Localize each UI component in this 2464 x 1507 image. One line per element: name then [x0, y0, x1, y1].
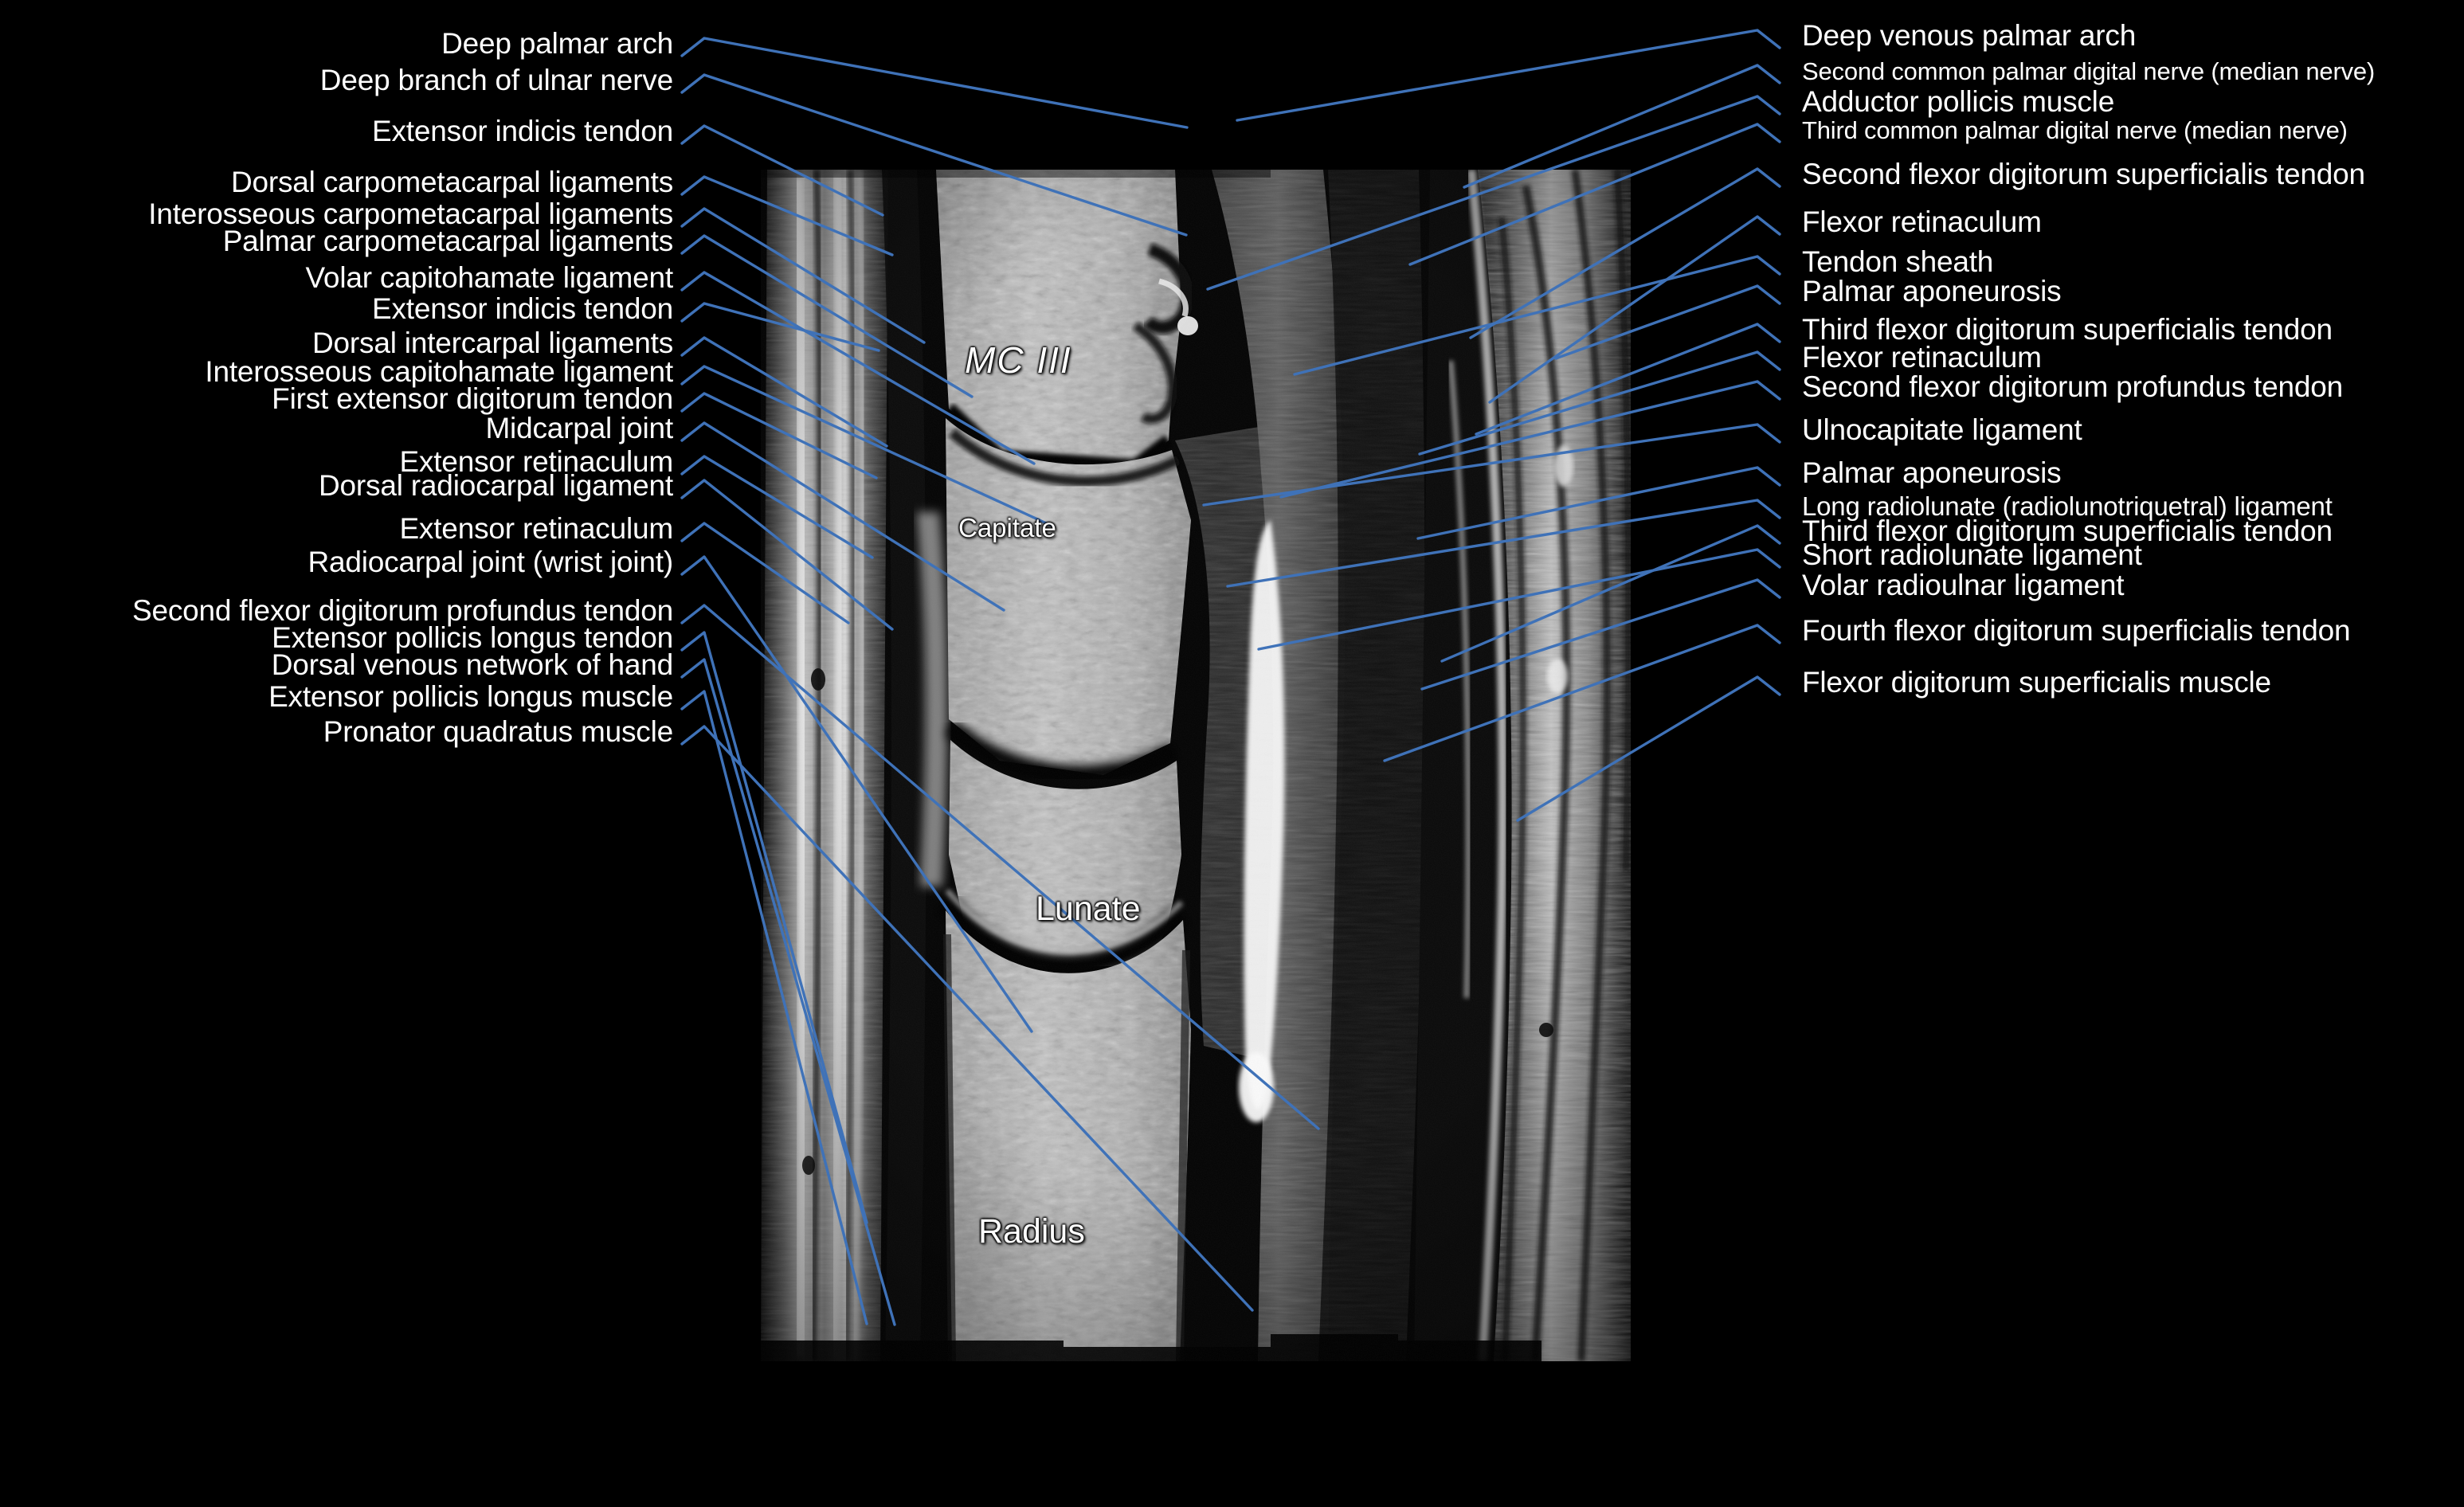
label-dorsal-intercarpal-ligaments: Dorsal intercarpal ligaments — [312, 327, 673, 359]
label-radiocarpal-joint: Radiocarpal joint (wrist joint) — [308, 546, 673, 578]
label-third-common-palmar-digital-nerve: Third common palmar digital nerve (media… — [1802, 116, 2348, 144]
label-fourth-flexor-digitorum-superficialis-tendon: Fourth flexor digitorum superficialis te… — [1802, 614, 2351, 647]
label-midcarpal-joint: Midcarpal joint — [485, 412, 673, 444]
wrist-mri-image — [761, 170, 1631, 1361]
label-dorsal-radiocarpal-ligament: Dorsal radiocarpal ligament — [319, 469, 673, 502]
label-interosseous-capitohamate-ligament: Interosseous capitohamate ligament — [205, 355, 673, 388]
label-extensor-retinaculum-1: Extensor retinaculum — [399, 445, 673, 478]
label-flexor-retinaculum-1: Flexor retinaculum — [1802, 206, 2042, 238]
label-extensor-pollicis-longus-tendon: Extensor pollicis longus tendon — [272, 621, 673, 654]
label-deep-venous-palmar-arch: Deep venous palmar arch — [1802, 19, 2137, 52]
label-deep-palmar-arch: Deep palmar arch — [441, 27, 673, 60]
leader-deep-venous-palmar-arch — [1236, 29, 1781, 122]
label-palmar-aponeurosis-2: Palmar aponeurosis — [1802, 456, 2062, 489]
label-volar-radioulnar-ligament: Volar radioulnar ligament — [1802, 569, 2125, 601]
label-second-flexor-digitorum-superficialis-tendon: Second flexor digitorum superficialis te… — [1802, 158, 2365, 190]
label-first-extensor-digitorum-tendon: First extensor digitorum tendon — [272, 382, 673, 415]
label-extensor-retinaculum-2: Extensor retinaculum — [399, 512, 673, 545]
label-flexor-digitorum-superficialis-muscle: Flexor digitorum superficialis muscle — [1802, 666, 2271, 699]
label-short-radiolunate-ligament: Short radiolunate ligament — [1802, 538, 2142, 571]
label-volar-capitohamate-ligament: Volar capitohamate ligament — [305, 261, 674, 294]
label-tendon-sheath: Tendon sheath — [1802, 245, 1994, 278]
bone-label-lunate: Lunate — [1036, 890, 1141, 928]
label-dorsal-carpometacarpal-ligaments: Dorsal carpometacarpal ligaments — [230, 166, 673, 198]
label-ulnocapitate-ligament: Ulnocapitate ligament — [1802, 413, 2082, 446]
label-second-common-palmar-digital-nerve: Second common palmar digital nerve (medi… — [1802, 57, 2376, 85]
label-adductor-pollicis-muscle: Adductor pollicis muscle — [1802, 85, 2115, 118]
label-third-flexor-digitorum-superficialis-tendon-1: Third flexor digitorum superficialis ten… — [1802, 313, 2333, 346]
leader-deep-palmar-arch — [680, 37, 1189, 129]
label-pronator-quadratus-muscle: Pronator quadratus muscle — [323, 715, 673, 748]
label-second-flexor-digitorum-profundus-tendon: Second flexor digitorum profundus tendon — [132, 594, 673, 627]
label-third-flexor-digitorum-superficialis-tendon-2: Third flexor digitorum superficialis ten… — [1802, 515, 2333, 547]
label-extensor-indicis-tendon-2: Extensor indicis tendon — [372, 292, 673, 325]
label-interosseous-carpometacarpal-ligaments: Interosseous carpometacarpal ligaments — [148, 198, 673, 230]
label-extensor-pollicis-longus-muscle: Extensor pollicis longus muscle — [268, 680, 673, 713]
label-extensor-indicis-tendon-1: Extensor indicis tendon — [372, 115, 673, 147]
label-deep-branch-ulnar-nerve: Deep branch of ulnar nerve — [319, 64, 673, 96]
label-dorsal-venous-network-of-hand: Dorsal venous network of hand — [271, 648, 673, 681]
label-long-radiolunate-ligament: Long radiolunate (radiolunotriquetral) l… — [1802, 491, 2333, 521]
label-palmar-carpometacarpal-ligaments: Palmar carpometacarpal ligaments — [222, 225, 673, 257]
bone-label-mc3: MC III — [965, 339, 1072, 381]
label-second-flexor-digitorum-profundus-tendon-r: Second flexor digitorum profundus tendon — [1802, 370, 2343, 403]
label-flexor-retinaculum-2: Flexor retinaculum — [1802, 341, 2042, 374]
bone-label-capitate: Capitate — [958, 513, 1056, 542]
label-palmar-aponeurosis-1: Palmar aponeurosis — [1802, 275, 2062, 307]
bone-label-radius: Radius — [978, 1212, 1085, 1251]
